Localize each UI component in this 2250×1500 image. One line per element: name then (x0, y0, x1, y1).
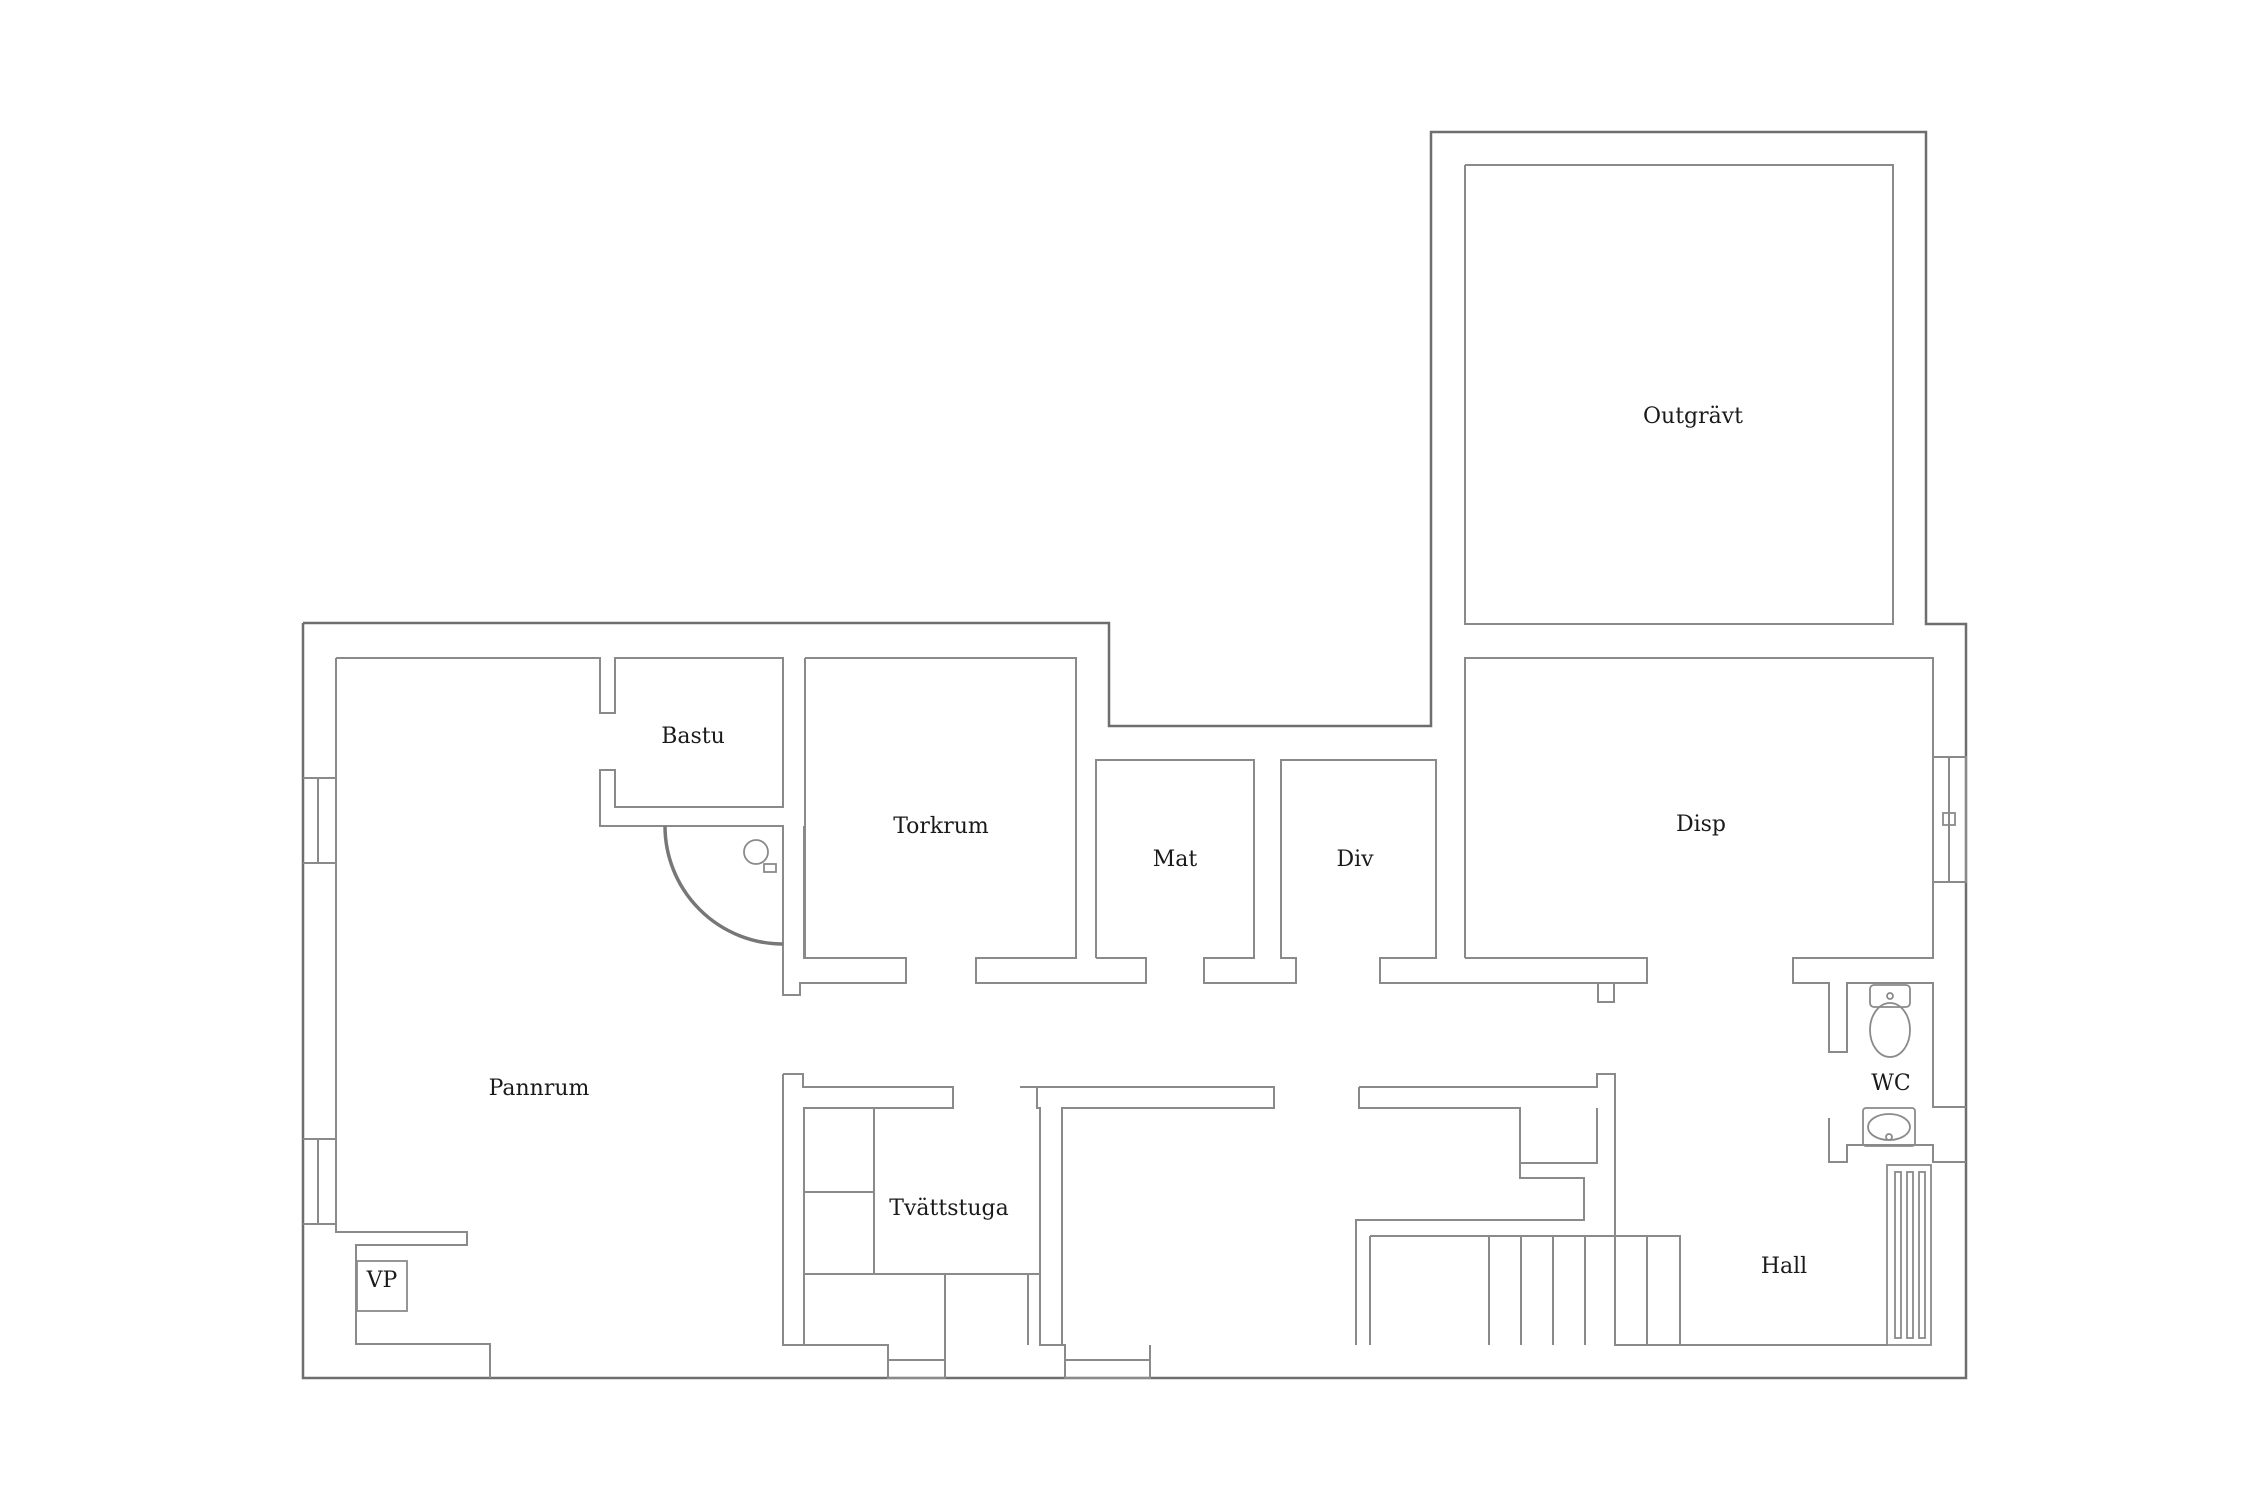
room-label-wc: WC (1871, 1071, 1910, 1096)
room-label-tvattstuga: Tvättstuga (889, 1196, 1008, 1221)
room-label-mat: Mat (1153, 847, 1198, 872)
room-label-bastu: Bastu (661, 724, 725, 749)
room-label-outgravt: Outgrävt (1643, 404, 1743, 429)
room-label-hall: Hall (1761, 1254, 1807, 1279)
outer-walls (301, 130, 1968, 1380)
room-label-pannrum: Pannrum (489, 1076, 590, 1101)
heat-pump-icon (356, 1260, 408, 1312)
radiator-icon (1886, 1164, 1932, 1346)
sink-icon (1862, 1107, 1916, 1147)
vent-icon (1942, 812, 1956, 826)
room-label-vp: VP (366, 1268, 398, 1293)
inner-walls (303, 657, 1967, 1379)
room-label-torkrum: Torkrum (893, 814, 989, 839)
toilet-icon (1869, 984, 1911, 1058)
room-label-disp: Disp (1676, 812, 1726, 837)
room-label-div: Div (1336, 847, 1374, 872)
shower-icon (663, 825, 784, 946)
